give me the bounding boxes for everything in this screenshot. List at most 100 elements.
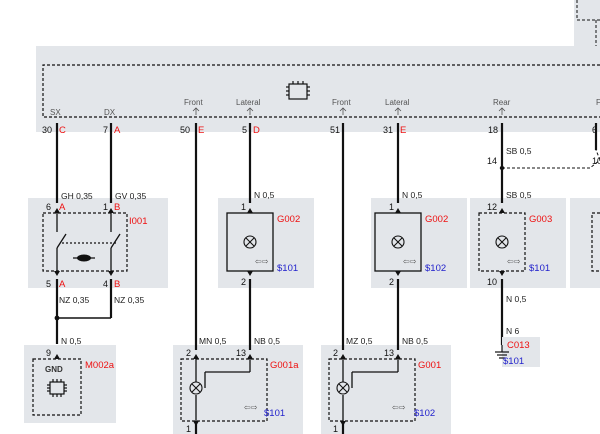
- module-pin-5: 5: [242, 125, 247, 135]
- lamp3-id: G003: [529, 214, 552, 225]
- control-module-panel: [36, 46, 600, 132]
- lamp4-panel: [570, 198, 600, 288]
- g001-pin-out: 1: [333, 424, 338, 434]
- g001a-box: [180, 358, 268, 422]
- lamp1-id: G002: [277, 214, 300, 225]
- module-pin-30-suffix: C: [59, 125, 66, 136]
- lamp4-box-partial: [591, 212, 600, 272]
- lamp1-pin-top: 1: [241, 202, 246, 212]
- lamp2-wire: N 0,5: [402, 190, 423, 200]
- module-pin-5-suffix: D: [253, 125, 260, 136]
- lamp1-loc: $101: [277, 263, 298, 274]
- switch-pin-5-suffix: A: [59, 279, 66, 290]
- connector-arrows-icon: ⇦⇨: [507, 257, 521, 266]
- connector-label-dx: DX: [104, 108, 116, 117]
- module-pin-50: 50: [180, 125, 190, 135]
- lamp-icon: [495, 235, 509, 249]
- g001-pin-b: 13: [384, 348, 394, 358]
- connector-label-front-2: Front: [332, 98, 351, 107]
- lamp2-pin-top: 1: [389, 202, 394, 212]
- g001-box: [328, 358, 416, 422]
- g001-wire-a: MZ 0,5: [346, 336, 373, 346]
- wires: [55, 123, 598, 434]
- ground-id: C013: [507, 340, 530, 351]
- module-pin-50-suffix: E: [198, 125, 204, 136]
- connector-label-front-1: Front: [184, 98, 203, 107]
- g001a-loc: $101: [264, 408, 285, 419]
- g001a-pin-b: 13: [236, 348, 246, 358]
- rear-wire-top: SB 0,5: [506, 146, 532, 156]
- rear-splice-left: 14: [487, 156, 497, 166]
- connector-label-lateral-1: Lateral: [236, 98, 261, 107]
- g001a-pin-out: 1: [186, 424, 191, 434]
- connector-label-f: F: [596, 98, 600, 107]
- wire-label-nz-left: NZ 0,35: [59, 295, 90, 305]
- wire-label-gv: GV 0,35: [115, 191, 146, 201]
- module-pin-30: 30: [42, 125, 52, 135]
- rear-splice-right: 10: [592, 156, 600, 166]
- lamp3-loc: $101: [529, 263, 550, 274]
- switch-pin-1-suffix: B: [114, 202, 120, 213]
- switch-id: I001: [129, 216, 148, 227]
- lamp1-panel: [218, 198, 314, 288]
- connector-label-sx: SX: [50, 108, 61, 117]
- module-pin-31: 31: [383, 125, 393, 135]
- lamp3-panel: [470, 198, 566, 288]
- lamp2-loc: $102: [425, 263, 446, 274]
- lamp3-pin-top: 12: [487, 202, 497, 212]
- gnd-module-panel: [24, 345, 116, 423]
- lamp1-pin-bot: 2: [241, 277, 246, 287]
- connector-arrows-icon: ⇦⇨: [255, 257, 269, 266]
- g001-id: G001: [418, 360, 441, 371]
- switch-pin-4: 4: [103, 279, 108, 289]
- connector-arrows-icon: ⇦⇨: [403, 257, 417, 266]
- switch-pin-6-suffix: A: [59, 202, 66, 213]
- connector-label-rear: Rear: [493, 98, 511, 107]
- switch-pin-6: 6: [46, 202, 51, 212]
- switch-contacts: [56, 213, 121, 271]
- chip-icon: [286, 81, 310, 100]
- switch-pin-1: 1: [103, 202, 108, 212]
- chip-icon: [47, 379, 67, 397]
- ground-wire: N 6: [506, 326, 520, 336]
- rear-wire-bot: N 0,5: [506, 294, 527, 304]
- g001a-wire-a: MN 0,5: [199, 336, 227, 346]
- connector-arrows-icon: ⇦⇨: [392, 403, 406, 412]
- lamp2-pin-bot: 2: [389, 277, 394, 287]
- gnd-module-id: M002a: [85, 360, 115, 371]
- module-pin-7: 7: [103, 125, 108, 135]
- ground-icon: [495, 345, 509, 359]
- g001-loc: $102: [414, 408, 435, 419]
- lamp-icon: [189, 381, 203, 395]
- lamp3-wire: SB 0,5: [506, 190, 532, 200]
- g001-pin-a: 2: [333, 348, 338, 358]
- gnd-text: GND: [45, 365, 63, 374]
- g001a-id: G001a: [270, 360, 299, 371]
- switch-pin-5: 5: [46, 279, 51, 289]
- switch-i001-box: [42, 212, 128, 272]
- connector-arrows-icon: ⇦⇨: [244, 403, 258, 412]
- lamp-icon: [243, 235, 257, 249]
- wire-junction-node: [54, 315, 60, 321]
- g001a-wire-b: NB 0,5: [254, 336, 280, 346]
- connector-label-lateral-2: Lateral: [385, 98, 410, 107]
- splice-node: [499, 165, 505, 171]
- mirror-icon: [73, 254, 95, 262]
- gnd-module-box: [32, 358, 82, 416]
- module-pin-51: 51: [330, 125, 340, 135]
- lamp3-pin-bot: 10: [487, 277, 497, 287]
- switch-pin-4-suffix: B: [114, 279, 120, 290]
- lamp-icon: [336, 381, 350, 395]
- lamp2-id: G002: [425, 214, 448, 225]
- module-pin-6: 6: [592, 125, 597, 135]
- lamp1-wire: N 0,5: [254, 190, 275, 200]
- gnd-module-pin: 9: [46, 348, 51, 358]
- ground-loc: $101: [503, 356, 524, 367]
- lamp-icon: [391, 235, 405, 249]
- g001-wire-b: NB 0,5: [402, 336, 428, 346]
- module-pin-7-suffix: A: [114, 125, 121, 136]
- g001a-pin-a: 2: [186, 348, 191, 358]
- wire-label-nz-right: NZ 0,35: [114, 295, 145, 305]
- gnd-module-wire: N 0,5: [61, 336, 82, 346]
